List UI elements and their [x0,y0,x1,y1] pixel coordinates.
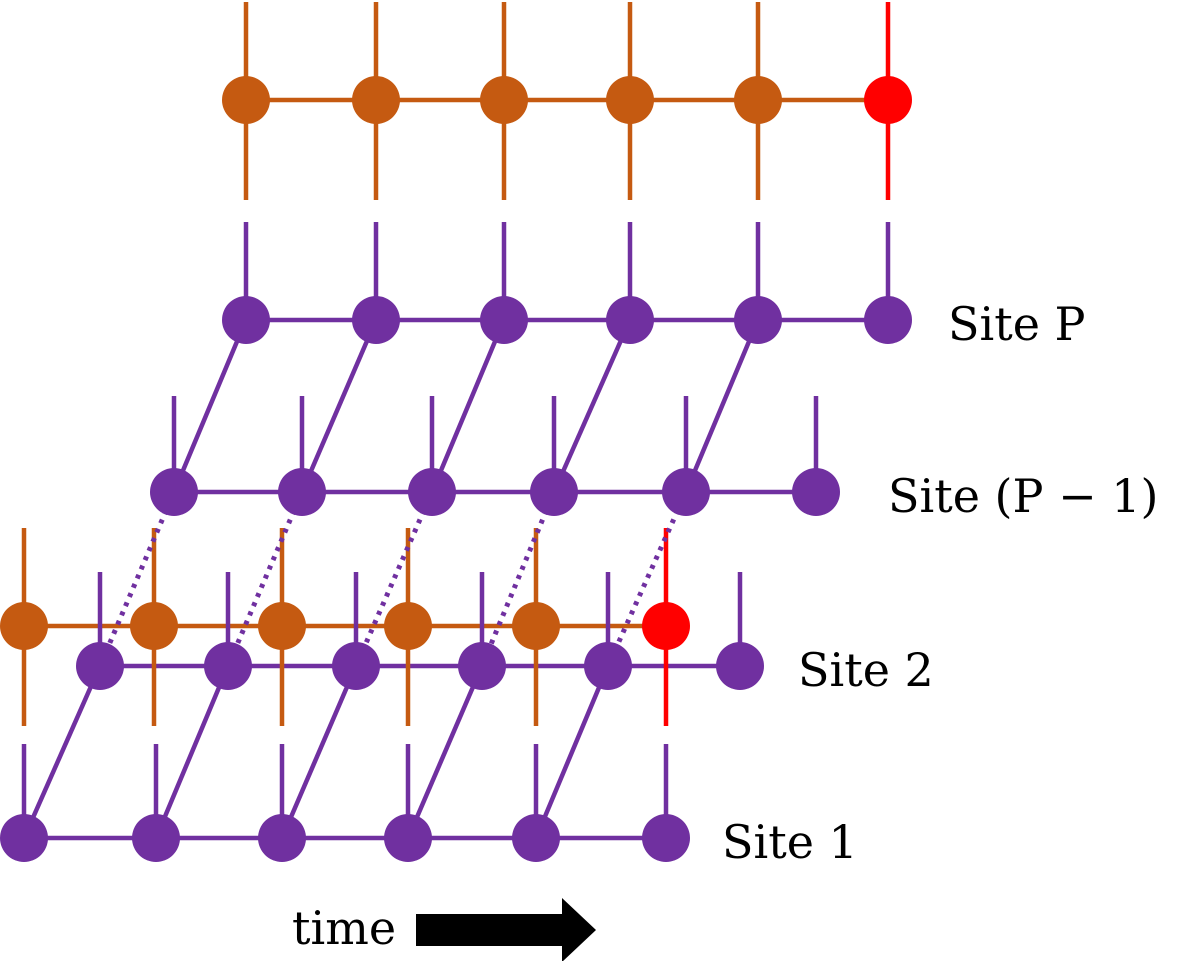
site-1-node [258,814,306,862]
site-p-minus-1-node [530,468,578,516]
site-p-minus-1-node [662,468,710,516]
site-p-node [480,296,528,344]
label-site-1: Site 1 [722,815,858,869]
diag-p-to-p-minus-1 [171,319,249,493]
site-p-minus-1-node [150,468,198,516]
diag-p-minus-1-to-2 [479,491,557,667]
site-2-node [716,642,764,690]
top-orange-node [480,76,528,124]
diag-p-minus-1-to-2 [605,490,689,668]
diag-2-to-1 [279,665,359,839]
time-arrow-icon [416,898,596,961]
edge-layer [21,2,891,841]
top-orange-node [606,76,654,124]
site-p-node [352,296,400,344]
label-site-p-minus-1: Site (P − 1) [888,469,1158,523]
site-p-minus-1-node [792,468,840,516]
label-time: time [292,901,396,955]
site-2-node [76,642,124,690]
label-site-2: Site 2 [798,643,934,697]
diag-p-minus-1-to-2 [97,491,177,667]
diag-2-to-1 [533,665,611,839]
site-p-node [222,296,270,344]
site-p-node [864,296,912,344]
diag-p-minus-1-to-2 [225,491,305,667]
label-site-p: Site P [948,297,1086,351]
bottom-orange-node [0,602,48,650]
diag-p-to-p-minus-1 [299,319,379,493]
site-2-node [332,642,380,690]
site-2-node [458,642,506,690]
node-layer [0,76,912,862]
site-1-node [512,814,560,862]
site-1-node [0,814,48,862]
site-2-node [584,642,632,690]
site-1-node [132,814,180,862]
site-p-node [606,296,654,344]
top-orange-node [352,76,400,124]
top-orange-node [734,76,782,124]
bottom-orange-node [258,602,306,650]
site-2-node [204,642,252,690]
diag-2-to-1 [153,665,231,839]
site-1-node [384,814,432,862]
site-p-node [734,296,782,344]
diag-p-minus-1-to-2 [353,490,435,668]
diag-p-to-p-minus-1 [429,319,507,493]
top-orange-node [222,76,270,124]
diag-p-to-p-minus-1 [683,319,761,493]
diag-2-to-1 [21,665,103,839]
top-orange-node [864,76,912,124]
site-p-minus-1-node [278,468,326,516]
site-1-node [642,814,690,862]
site-p-minus-1-node [408,468,456,516]
bottom-orange-node [512,602,560,650]
bottom-orange-node [384,602,432,650]
diag-p-to-p-minus-1 [551,319,633,493]
bottom-orange-node [642,602,690,650]
diag-2-to-1 [405,665,485,839]
bottom-orange-node [130,602,178,650]
